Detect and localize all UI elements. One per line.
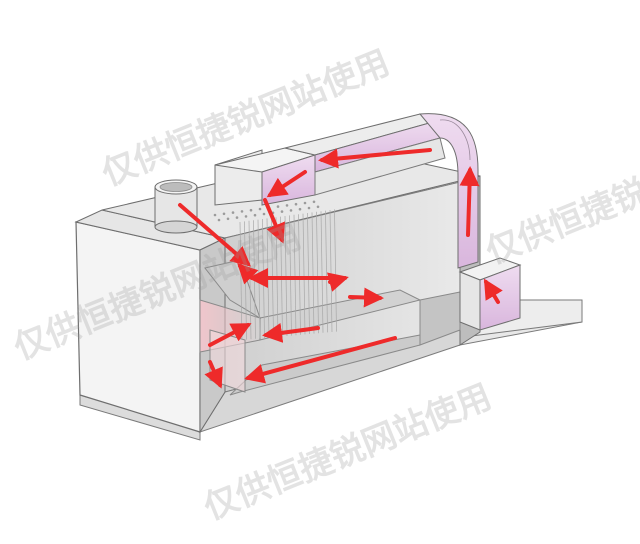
curtain-line: [329, 209, 333, 333]
red-arrow-icon: [244, 336, 397, 384]
nozzle-dot: [289, 209, 293, 212]
red-arrow-icon: [326, 272, 349, 292]
nozzle-dot: [276, 205, 280, 208]
curtain-line: [293, 214, 297, 336]
red-arrow-icon: [262, 322, 320, 343]
nozzle-dot: [226, 217, 230, 221]
nozzle-dot: [303, 201, 307, 205]
nozzle-dot: [316, 205, 320, 209]
curtain-line: [298, 214, 301, 335]
curtain-line: [289, 215, 292, 336]
red-arrow-icon: [348, 287, 384, 308]
nozzle-dot: [244, 215, 248, 218]
curtain-line: [325, 210, 328, 333]
exhaust-stack: [154, 179, 198, 234]
nozzle-dot: [312, 200, 316, 204]
curtain-line: [316, 211, 319, 334]
nozzle-dot: [298, 207, 302, 211]
curtain-line: [320, 211, 324, 333]
red-arrow-icon: [178, 203, 252, 267]
nozzle-dot: [285, 204, 289, 207]
red-arrow-icon: [459, 166, 480, 237]
red-arrow-icon: [266, 170, 307, 198]
nozzle-dot: [213, 213, 217, 217]
curtain-line: [302, 213, 306, 335]
nozzle-dot: [294, 202, 298, 206]
nozzle-dot: [280, 210, 284, 213]
nozzle-dot: [235, 216, 239, 219]
curtain-line: [311, 212, 315, 334]
red-arrow-icon: [263, 198, 285, 244]
nozzle-dot: [249, 208, 253, 212]
nozzle-array: [213, 200, 320, 222]
return-duct: [418, 113, 479, 269]
nozzle-dot: [217, 218, 221, 222]
red-arrow-icon: [483, 278, 503, 304]
nozzle-dot: [258, 207, 262, 211]
watermark-text: 仅供恒捷锐网站使用: [480, 121, 640, 273]
curtain-line: [334, 209, 337, 332]
red-arrow-icon: [208, 323, 252, 347]
curtain-line: [307, 212, 310, 335]
nozzle-dot: [222, 212, 226, 216]
fan-box: [458, 257, 522, 331]
nozzle-dot: [240, 210, 244, 213]
red-arrow-icon: [204, 360, 223, 389]
nozzle-dot: [307, 206, 311, 210]
nozzle-dot: [253, 213, 257, 217]
red-arrow-icon: [318, 148, 432, 169]
red-arrow-icon: [237, 263, 259, 285]
airflow-arrows: [178, 148, 503, 389]
nozzle-dot: [231, 211, 235, 214]
nozzle-dot: [262, 212, 266, 216]
